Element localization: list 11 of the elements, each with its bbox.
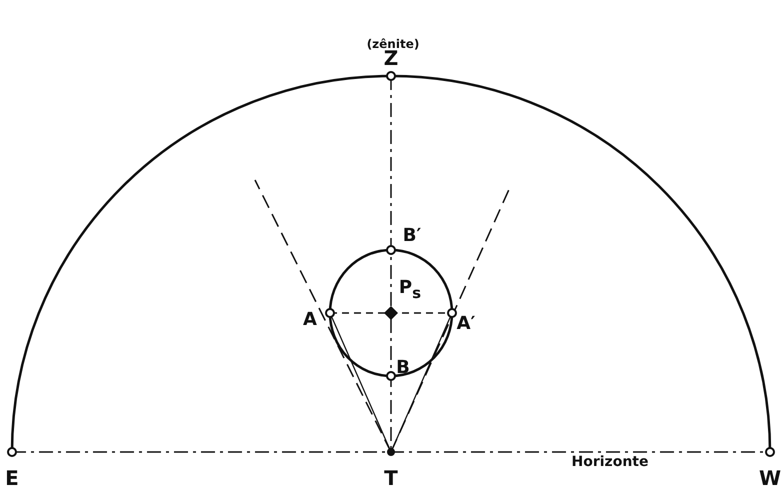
horizon-label: Horizonte — [572, 455, 648, 469]
point-label: A′ — [456, 315, 476, 333]
point-label: W — [758, 468, 782, 488]
point-label: B — [396, 359, 410, 377]
zenith-label: (zênite) — [366, 38, 420, 50]
point-label: E — [5, 468, 19, 488]
point-label: T — [384, 468, 398, 488]
point-label: A — [303, 311, 317, 329]
point-label: P$_{s}$ — [398, 279, 422, 301]
point-label: Z — [384, 48, 398, 68]
point-label: B′ — [402, 227, 422, 245]
